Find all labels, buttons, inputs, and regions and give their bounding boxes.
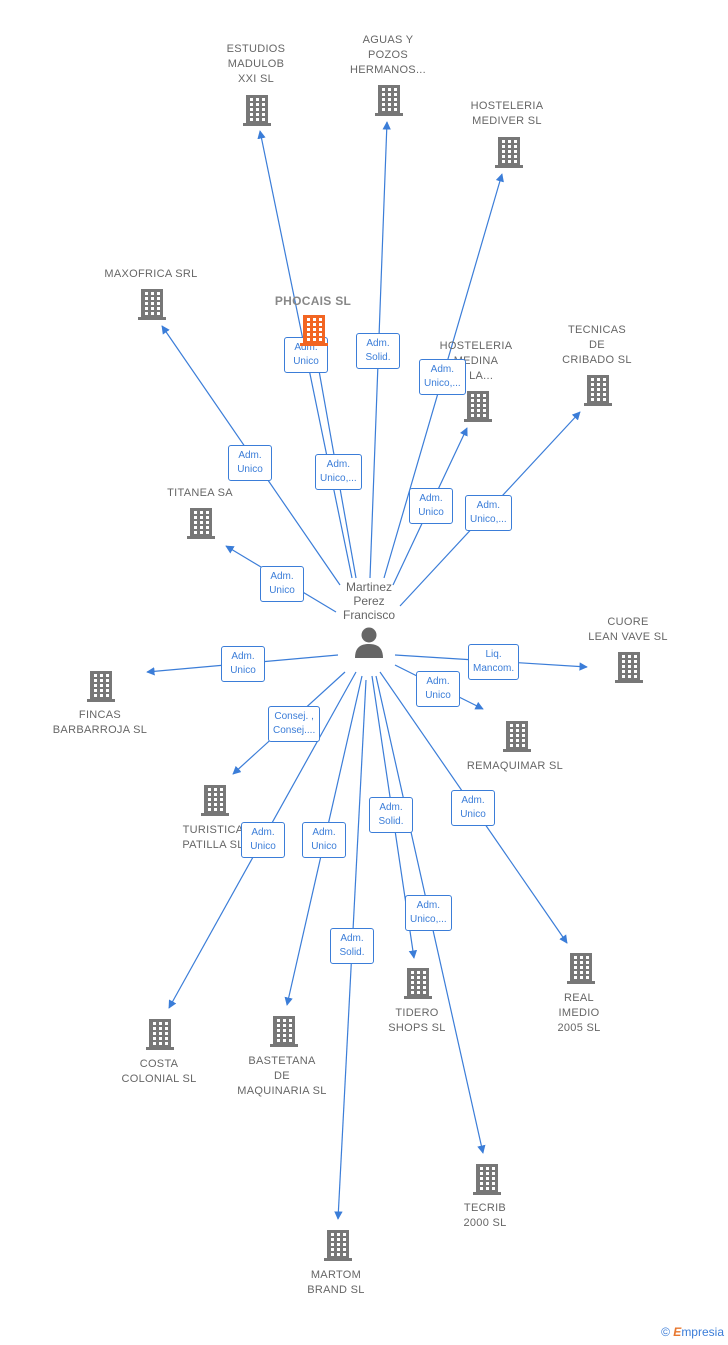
company-node-hosteleria-mediver[interactable]: HOSTELERIA MEDIVER SL bbox=[437, 99, 577, 129]
building-icon[interactable] bbox=[502, 719, 532, 753]
company-node-phocais[interactable]: PHOCAIS SL bbox=[243, 294, 383, 309]
role-box-tecrib-2000[interactable]: Adm. Unico,... bbox=[405, 895, 452, 931]
footer-brand: © Empresia bbox=[661, 1325, 724, 1339]
person-name: Martinez Perez Francisco bbox=[342, 580, 395, 622]
company-label[interactable]: PHOCAIS SL bbox=[274, 294, 352, 308]
company-label[interactable]: COSTA COLONIAL SL bbox=[121, 1058, 197, 1085]
company-label[interactable]: MARTOM BRAND SL bbox=[307, 1269, 365, 1296]
person-icon bbox=[355, 627, 383, 658]
company-label[interactable]: TECNICAS DE CRIBADO SL bbox=[562, 324, 632, 366]
company-node-tecnicas-cribado[interactable]: TECNICAS DE CRIBADO SL bbox=[527, 323, 667, 368]
role-box-turistica-patilla[interactable]: Consej. , Consej.... bbox=[268, 706, 321, 742]
company-node-tidero-shops[interactable]: TIDERO SHOPS SL bbox=[347, 1006, 487, 1036]
company-label[interactable]: AGUAS Y POZOS HERMANOS... bbox=[349, 34, 427, 76]
company-label[interactable]: HOSTELERIA MEDIVER SL bbox=[470, 100, 544, 127]
company-label[interactable]: TIDERO SHOPS SL bbox=[388, 1007, 446, 1034]
building-highlight-icon[interactable] bbox=[299, 313, 329, 347]
building-icon[interactable] bbox=[86, 669, 116, 703]
role-box-titanea[interactable]: Adm. Unico bbox=[260, 566, 304, 602]
company-label[interactable]: TECRIB 2000 SL bbox=[463, 1202, 507, 1229]
building-icon[interactable] bbox=[200, 783, 230, 817]
company-node-bastetana[interactable]: BASTETANA DE MAQUINARIA SL bbox=[212, 1054, 352, 1099]
role-box-cuore-lean-vave[interactable]: Liq. Mancom. bbox=[468, 644, 520, 680]
building-icon[interactable] bbox=[186, 506, 216, 540]
building-icon[interactable] bbox=[463, 389, 493, 423]
company-node-remaquimar[interactable]: REMAQUIMAR SL bbox=[445, 759, 585, 774]
role-box-hosteleria-mediver[interactable]: Adm. Unico,... bbox=[419, 359, 466, 395]
person-node[interactable]: Martinez Perez Francisco bbox=[309, 580, 429, 665]
company-node-aguas-y-pozos[interactable]: AGUAS Y POZOS HERMANOS... bbox=[318, 33, 458, 78]
role-box-fincas-barbarroja[interactable]: Adm. Unico bbox=[221, 646, 265, 682]
company-node-titanea[interactable]: TITANEA SA bbox=[130, 486, 270, 501]
company-label[interactable]: ESTUDIOS MADULOB XXI SL bbox=[226, 43, 286, 85]
company-node-fincas-barbarroja[interactable]: FINCAS BARBARROJA SL bbox=[30, 708, 170, 738]
building-icon[interactable] bbox=[566, 951, 596, 985]
company-node-maxofrica[interactable]: MAXOFRICA SRL bbox=[81, 267, 221, 282]
building-icon[interactable] bbox=[323, 1228, 353, 1262]
role-box-bastetana[interactable]: Adm. Unico bbox=[302, 822, 346, 858]
role-box-tecnicas-cribado[interactable]: Adm. Unico,... bbox=[465, 495, 512, 531]
company-label[interactable]: CUORE LEAN VAVE SL bbox=[588, 616, 668, 643]
role-box-hosteleria-medina[interactable]: Adm. Unico bbox=[409, 488, 453, 524]
building-icon[interactable] bbox=[145, 1017, 175, 1051]
role-box-maxofrica[interactable]: Adm. Unico bbox=[228, 445, 272, 481]
role-box-aguas-y-pozos[interactable]: Adm. Solid. bbox=[356, 333, 400, 369]
building-icon[interactable] bbox=[242, 93, 272, 127]
brand-logo-text: mpresia bbox=[681, 1325, 724, 1339]
company-label[interactable]: MAXOFRICA SRL bbox=[104, 268, 198, 280]
company-label[interactable]: FINCAS BARBARROJA SL bbox=[52, 709, 148, 736]
building-icon[interactable] bbox=[614, 650, 644, 684]
building-icon[interactable] bbox=[269, 1014, 299, 1048]
copyright-symbol: © bbox=[661, 1325, 670, 1339]
building-icon[interactable] bbox=[374, 83, 404, 117]
company-label[interactable]: BASTETANA DE MAQUINARIA SL bbox=[237, 1055, 327, 1097]
company-node-martom-brand[interactable]: MARTOM BRAND SL bbox=[266, 1268, 406, 1298]
company-node-estudios-madulob[interactable]: ESTUDIOS MADULOB XXI SL bbox=[186, 42, 326, 87]
company-label[interactable]: TURISTICA PATILLA SL bbox=[182, 824, 244, 851]
building-icon[interactable] bbox=[137, 287, 167, 321]
company-node-cuore-lean-vave[interactable]: CUORE LEAN VAVE SL bbox=[558, 615, 698, 645]
role-box-real-imedio[interactable]: Adm. Unico bbox=[451, 790, 495, 826]
company-node-tecrib-2000[interactable]: TECRIB 2000 SL bbox=[415, 1201, 555, 1231]
role-box-martom-brand[interactable]: Adm. Solid. bbox=[330, 928, 374, 964]
building-icon[interactable] bbox=[494, 135, 524, 169]
building-icon[interactable] bbox=[472, 1162, 502, 1196]
building-icon[interactable] bbox=[583, 373, 613, 407]
company-node-real-imedio[interactable]: REAL IMEDIO 2005 SL bbox=[509, 991, 649, 1036]
company-node-turistica-patilla[interactable]: TURISTICA PATILLA SL bbox=[143, 823, 283, 853]
building-icon[interactable] bbox=[403, 966, 433, 1000]
brand-logo-letter: E bbox=[673, 1325, 682, 1339]
role-box-tidero-shops[interactable]: Adm. Solid. bbox=[369, 797, 413, 833]
company-label[interactable]: REMAQUIMAR SL bbox=[466, 760, 564, 772]
company-label[interactable]: REAL IMEDIO 2005 SL bbox=[557, 992, 601, 1034]
company-label[interactable]: TITANEA SA bbox=[167, 487, 233, 499]
role-box-phocais[interactable]: Adm. Unico,... bbox=[315, 454, 362, 490]
role-box-costa-colonial[interactable]: Adm. Unico bbox=[241, 822, 285, 858]
company-node-costa-colonial[interactable]: COSTA COLONIAL SL bbox=[89, 1057, 229, 1087]
role-box-remaquimar[interactable]: Adm. Unico bbox=[416, 671, 460, 707]
